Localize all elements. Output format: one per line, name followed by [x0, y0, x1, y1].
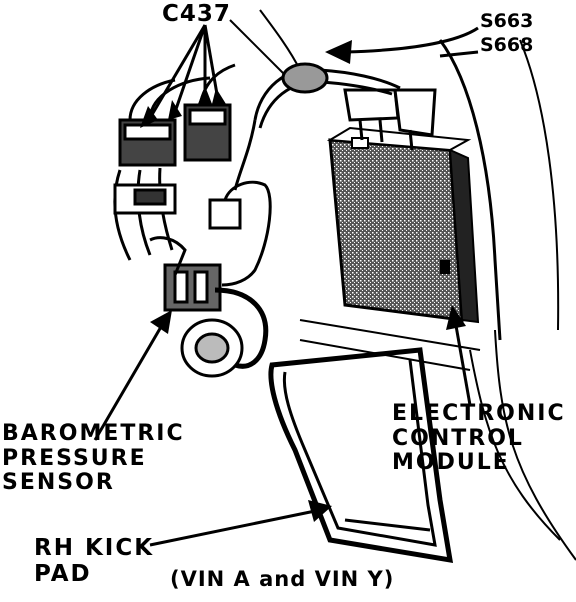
label-kick-line-2: PAD — [34, 560, 92, 587]
label-ecm-line-2: CONTROL — [392, 425, 524, 451]
label-baro-line-2: PRESSURE — [2, 445, 147, 471]
label-kick-line-1: RH KICK — [34, 535, 155, 561]
label-splices: S663 S668 — [480, 10, 533, 58]
label-splice-s668: S668 — [480, 33, 534, 56]
label-baro-line-3: SENSOR — [2, 470, 115, 496]
label-rh-kick-pad: RH KICK PAD — [34, 535, 155, 588]
splice-harness — [233, 62, 401, 191]
label-barometric-pressure-sensor: BAROMETRIC PRESSURE SENSOR — [2, 421, 185, 496]
leader-arrows — [93, 24, 479, 547]
c437-connectors — [113, 63, 236, 261]
label-electronic-control-module: ELECTRONIC CONTROL MODULE — [392, 401, 566, 476]
ecm-box — [326, 126, 480, 324]
label-c437: C437 — [162, 1, 231, 27]
label-splice-s663: S663 — [480, 10, 534, 32]
kick-pad-outline — [268, 347, 454, 564]
label-ecm-line-1: ELECTRONIC — [392, 401, 566, 426]
label-baro-line-1: BAROMETRIC — [2, 421, 185, 446]
label-vin-note: (VIN A and VIN Y) — [170, 567, 395, 591]
label-ecm-line-3: MODULE — [392, 450, 510, 476]
baro-sensor-assembly — [149, 180, 272, 378]
arrow-heads — [140, 40, 466, 522]
